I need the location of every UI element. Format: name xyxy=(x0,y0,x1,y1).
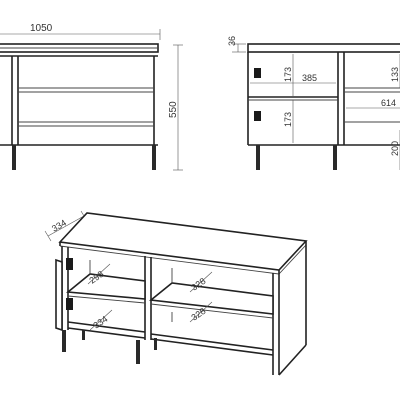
iso-leg-front-mid xyxy=(136,340,140,364)
side-leg-height-label: 200 xyxy=(390,141,400,156)
side-top-board xyxy=(247,43,400,53)
iso-left-door xyxy=(55,258,63,332)
side-view: 36 173 173 385 133 614 200 xyxy=(227,36,400,170)
side-right-inner-width-label: 614 xyxy=(381,98,396,108)
side-lower-compartment-label: 173 xyxy=(283,112,293,127)
front-leg-left xyxy=(12,145,16,170)
iso-right-shelf-upper xyxy=(149,282,274,315)
iso-hinge-lower xyxy=(66,298,73,310)
side-top-thickness-label: 36 xyxy=(227,36,237,46)
side-inner-width-label: 385 xyxy=(302,73,317,83)
front-view: 1050 550 xyxy=(0,23,183,171)
side-hinge-lower xyxy=(254,111,261,121)
iso-depth-label: 334 xyxy=(50,218,68,234)
iso-leg-back-mid xyxy=(154,338,157,350)
iso-left-lower-depth-label: 334 xyxy=(91,314,109,331)
front-height-label: 550 xyxy=(168,101,179,118)
side-upper-compartment-label: 173 xyxy=(283,67,293,82)
front-leg-right xyxy=(152,145,156,170)
iso-hinge-upper xyxy=(66,258,73,270)
iso-leg-back-left xyxy=(82,330,85,340)
iso-left-shelf-upper xyxy=(65,273,146,300)
iso-view: 334 xyxy=(44,210,308,376)
side-hinge-upper xyxy=(254,68,261,78)
side-right-upper-label: 133 xyxy=(390,67,400,82)
front-width-label: 1050 xyxy=(30,23,53,34)
side-leg-left xyxy=(256,145,260,170)
side-leg-right xyxy=(333,145,337,170)
iso-leg-front-left xyxy=(62,330,66,352)
